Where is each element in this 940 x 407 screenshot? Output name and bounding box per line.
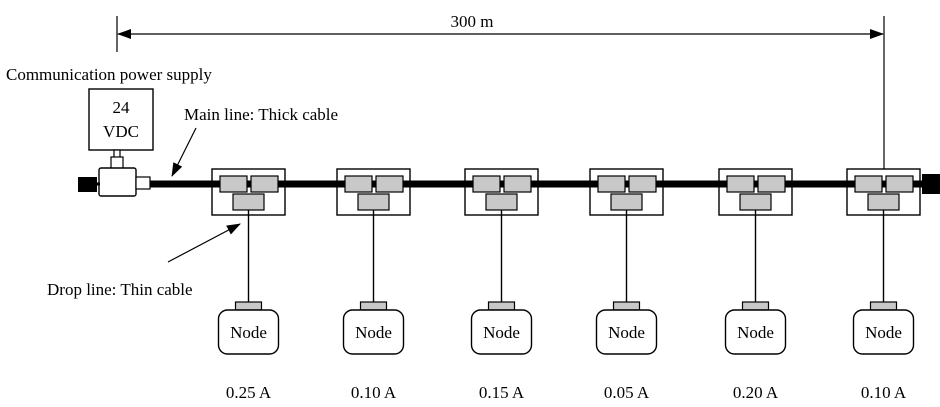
- distance-dimension: 300 m: [116, 12, 885, 184]
- node-drop: Node 0.15 A: [464, 168, 539, 402]
- tap-drop-connector: [739, 193, 772, 211]
- distance-label: 300 m: [451, 12, 494, 31]
- node-label: Node: [483, 323, 520, 342]
- power-supply: Communication power supply 24 VDC: [6, 65, 212, 197]
- node-current: 0.10 A: [861, 383, 907, 402]
- tap-connector-right: [250, 175, 279, 193]
- power-tap-body: [98, 167, 137, 197]
- main-line-label: Main line: Thick cable: [184, 105, 338, 124]
- node-box: [724, 309, 787, 355]
- node-box: [342, 309, 405, 355]
- drop-line-pointer: [167, 223, 241, 263]
- tap-connector-left: [472, 175, 501, 193]
- tap-connector-left: [854, 175, 883, 193]
- node-box: [852, 309, 915, 355]
- node-drop: Node 0.10 A: [846, 168, 921, 402]
- node-drop: Node 0.20 A: [718, 168, 793, 402]
- tap-drop-connector: [232, 193, 265, 211]
- power-supply-voltage-line2: VDC: [103, 122, 139, 141]
- node-drop: Node 0.05 A: [589, 168, 664, 402]
- tap-connector-right: [503, 175, 532, 193]
- node-plug: [741, 301, 770, 311]
- main-line-pointer: [171, 127, 197, 177]
- node-label: Node: [608, 323, 645, 342]
- node-label: Node: [737, 323, 774, 342]
- power-supply-voltage-line1: 24: [113, 98, 131, 117]
- left-terminator: [78, 177, 97, 192]
- drop-line-label: Drop line: Thin cable: [47, 280, 193, 299]
- power-tap-neck: [110, 156, 124, 170]
- node-drop: Node 0.25 A: [211, 168, 286, 402]
- tap-connector-right: [628, 175, 657, 193]
- node-current: 0.20 A: [733, 383, 779, 402]
- node-label: Node: [355, 323, 392, 342]
- node-box: [470, 309, 533, 355]
- node-drop: Node 0.10 A: [336, 168, 411, 402]
- node-plug: [359, 301, 388, 311]
- node-current: 0.25 A: [226, 383, 272, 402]
- tap-drop-connector: [610, 193, 643, 211]
- node-plug: [234, 301, 263, 311]
- tap-connector-left: [726, 175, 755, 193]
- tap-connector-left: [597, 175, 626, 193]
- drop-line-annotation: Drop line: Thin cable: [47, 223, 241, 299]
- tap-drop-connector: [485, 193, 518, 211]
- node-current: 0.15 A: [479, 383, 525, 402]
- tap-connector-left: [344, 175, 373, 193]
- tap-connector-right: [885, 175, 914, 193]
- power-supply-caption: Communication power supply: [6, 65, 212, 84]
- tap-connector-left: [219, 175, 248, 193]
- power-supply-box: [88, 88, 154, 151]
- node-box: [595, 309, 658, 355]
- power-tap-right-plug: [135, 176, 151, 190]
- nodes-layer: Node 0.25 A Node 0.10 A Node 0.15 A Node 0.05 A…: [211, 168, 921, 402]
- node-box: [217, 309, 280, 355]
- tap-connector-right: [375, 175, 404, 193]
- node-plug: [869, 301, 898, 311]
- tap-connector-right: [757, 175, 786, 193]
- node-label: Node: [230, 323, 267, 342]
- node-current: 0.10 A: [351, 383, 397, 402]
- node-label: Node: [865, 323, 902, 342]
- right-terminator: [922, 174, 940, 194]
- node-plug: [487, 301, 516, 311]
- node-current: 0.05 A: [604, 383, 650, 402]
- tap-drop-connector: [357, 193, 390, 211]
- main-line-annotation: Main line: Thick cable: [171, 105, 338, 177]
- tap-drop-connector: [867, 193, 900, 211]
- node-plug: [612, 301, 641, 311]
